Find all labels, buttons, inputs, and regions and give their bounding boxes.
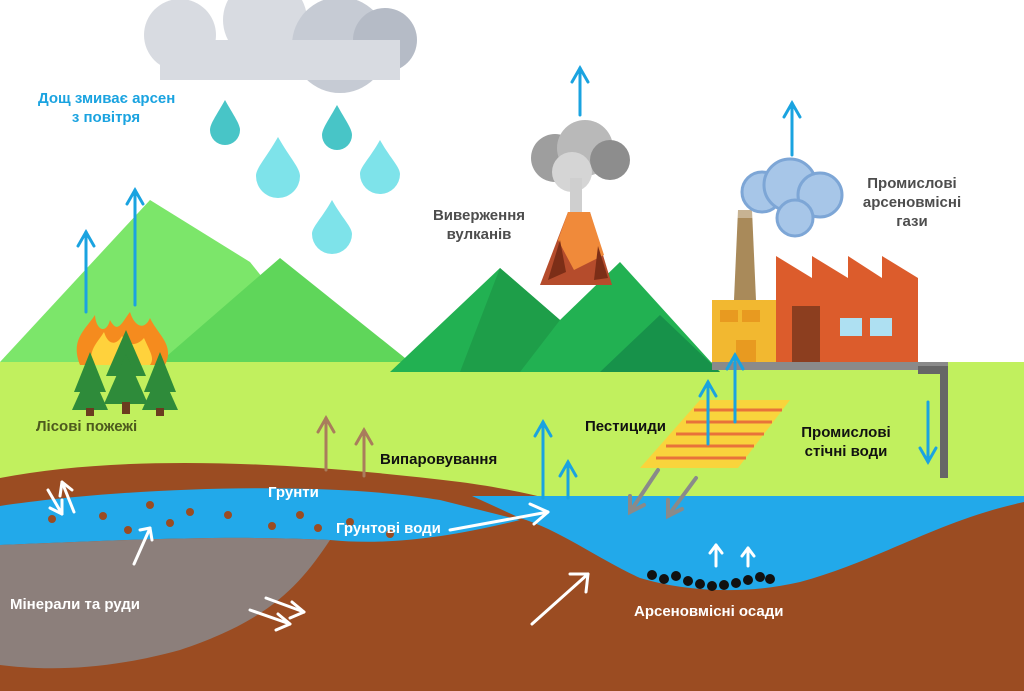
wastewater-line2: стічні води: [804, 442, 888, 460]
sediments-text: Арсеновмісні осади: [634, 603, 784, 620]
forest-fires-label: Лісові пожежі: [36, 418, 137, 437]
arrow-down: [918, 400, 938, 466]
pesticides-text: Пестициди: [585, 418, 667, 435]
evaporation-label: Випаровування: [380, 451, 497, 470]
evaporation-arrows: [316, 414, 374, 478]
rain-label-line1: Дощ змиває арсен: [38, 90, 176, 107]
arrow-up: [698, 378, 718, 446]
arrow-up: [76, 228, 96, 314]
industrial-gases-label: Промислові арсеновмісні гази: [846, 175, 978, 231]
water-body: [472, 496, 1024, 591]
sediments-label: Арсеновмісні осади: [634, 603, 784, 622]
pesticides-label: Пестициди: [585, 418, 666, 437]
arrow-up: [558, 458, 578, 500]
arrow-up: [782, 99, 802, 157]
arrow-up: [533, 418, 553, 500]
tree-icon: [72, 330, 178, 416]
arrow-up: [570, 64, 590, 117]
arrow-up: [125, 186, 145, 307]
industrial-gases-line2: арсеновмісні: [862, 193, 962, 211]
pesticide-field-icon: [640, 400, 790, 468]
minerals-label: Мінерали та руди: [10, 596, 140, 615]
rain-label-line2: з повітря: [71, 108, 141, 126]
white-arrows: [46, 480, 756, 632]
rock-layer: [0, 537, 330, 669]
volcano-label: Виверження вулканів: [418, 207, 540, 245]
industrial-gases-line1: Промислові: [867, 175, 957, 192]
soil-particles: [48, 501, 394, 538]
volcano-icon: [531, 120, 630, 285]
sediment-icon: [647, 570, 775, 591]
gas-cloud-icon: [740, 157, 844, 238]
cloud-icon: [144, 0, 417, 93]
groundwater-text: Грунтові води: [336, 520, 441, 537]
wastewater-line1: Промислові: [801, 424, 891, 441]
pesticide-arrows: [628, 468, 698, 520]
raindrop-icon: [210, 100, 400, 254]
industrial-wastewater-label: Промислові стічні води: [790, 424, 902, 462]
volcano-label-line1: Виверження: [432, 207, 526, 224]
evaporation-text: Випаровування: [380, 451, 498, 468]
groundwater-label: Грунтові води: [336, 520, 441, 539]
volcano-label-line2: вулканів: [446, 225, 512, 243]
blue-arrows: [76, 64, 938, 500]
factory-icon: [712, 208, 948, 370]
rain-label: Дощ змиває арсен з повітря: [38, 90, 176, 128]
soils-label: Грунти: [268, 484, 319, 503]
minerals-text: Мінерали та руди: [10, 596, 141, 613]
industrial-gases-line3: гази: [896, 212, 928, 230]
arrow-up: [725, 351, 745, 424]
soils-text: Грунти: [268, 484, 319, 501]
forest-fires-text: Лісові пожежі: [36, 418, 138, 435]
pipe-icon: [918, 366, 948, 478]
mountains: [0, 200, 720, 372]
